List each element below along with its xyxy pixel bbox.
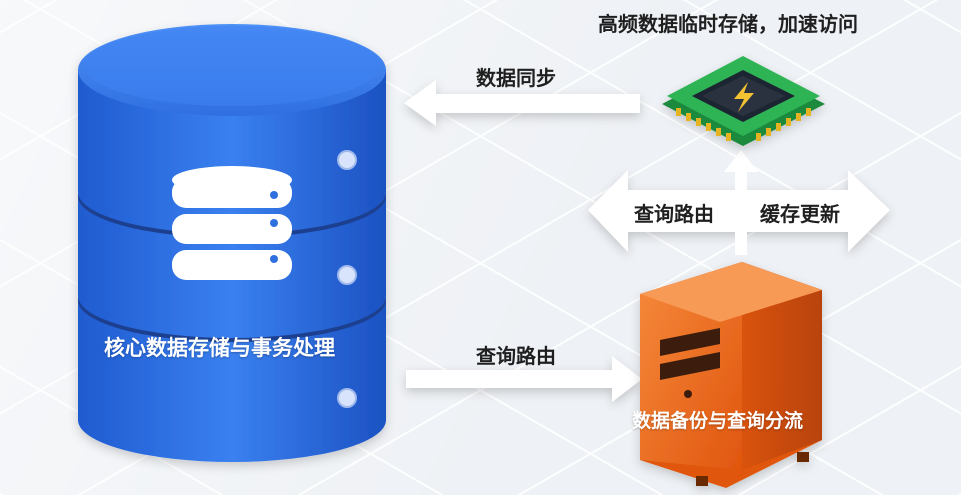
cache-caption: 高频数据临时存储，加速访问 bbox=[598, 12, 858, 36]
sync-arrow bbox=[404, 80, 640, 126]
query-route-label-top: 查询路由 bbox=[634, 202, 714, 226]
lightning-bolt-icon bbox=[734, 82, 754, 112]
status-light bbox=[337, 388, 357, 408]
status-light bbox=[337, 150, 357, 170]
query-route-arrow bbox=[406, 356, 642, 402]
status-light bbox=[337, 265, 357, 285]
query-route-label-bottom: 查询路由 bbox=[476, 344, 556, 368]
database-caption: 核心数据存储与事务处理 bbox=[104, 336, 335, 360]
cache-chip bbox=[662, 56, 825, 146]
sync-label: 数据同步 bbox=[476, 66, 556, 90]
cache-update-label: 缓存更新 bbox=[760, 202, 840, 226]
server-caption: 数据备份与查询分流 bbox=[632, 410, 804, 432]
vertical-arrow bbox=[724, 150, 758, 255]
server-tower bbox=[640, 262, 822, 488]
database-icon bbox=[172, 166, 292, 280]
